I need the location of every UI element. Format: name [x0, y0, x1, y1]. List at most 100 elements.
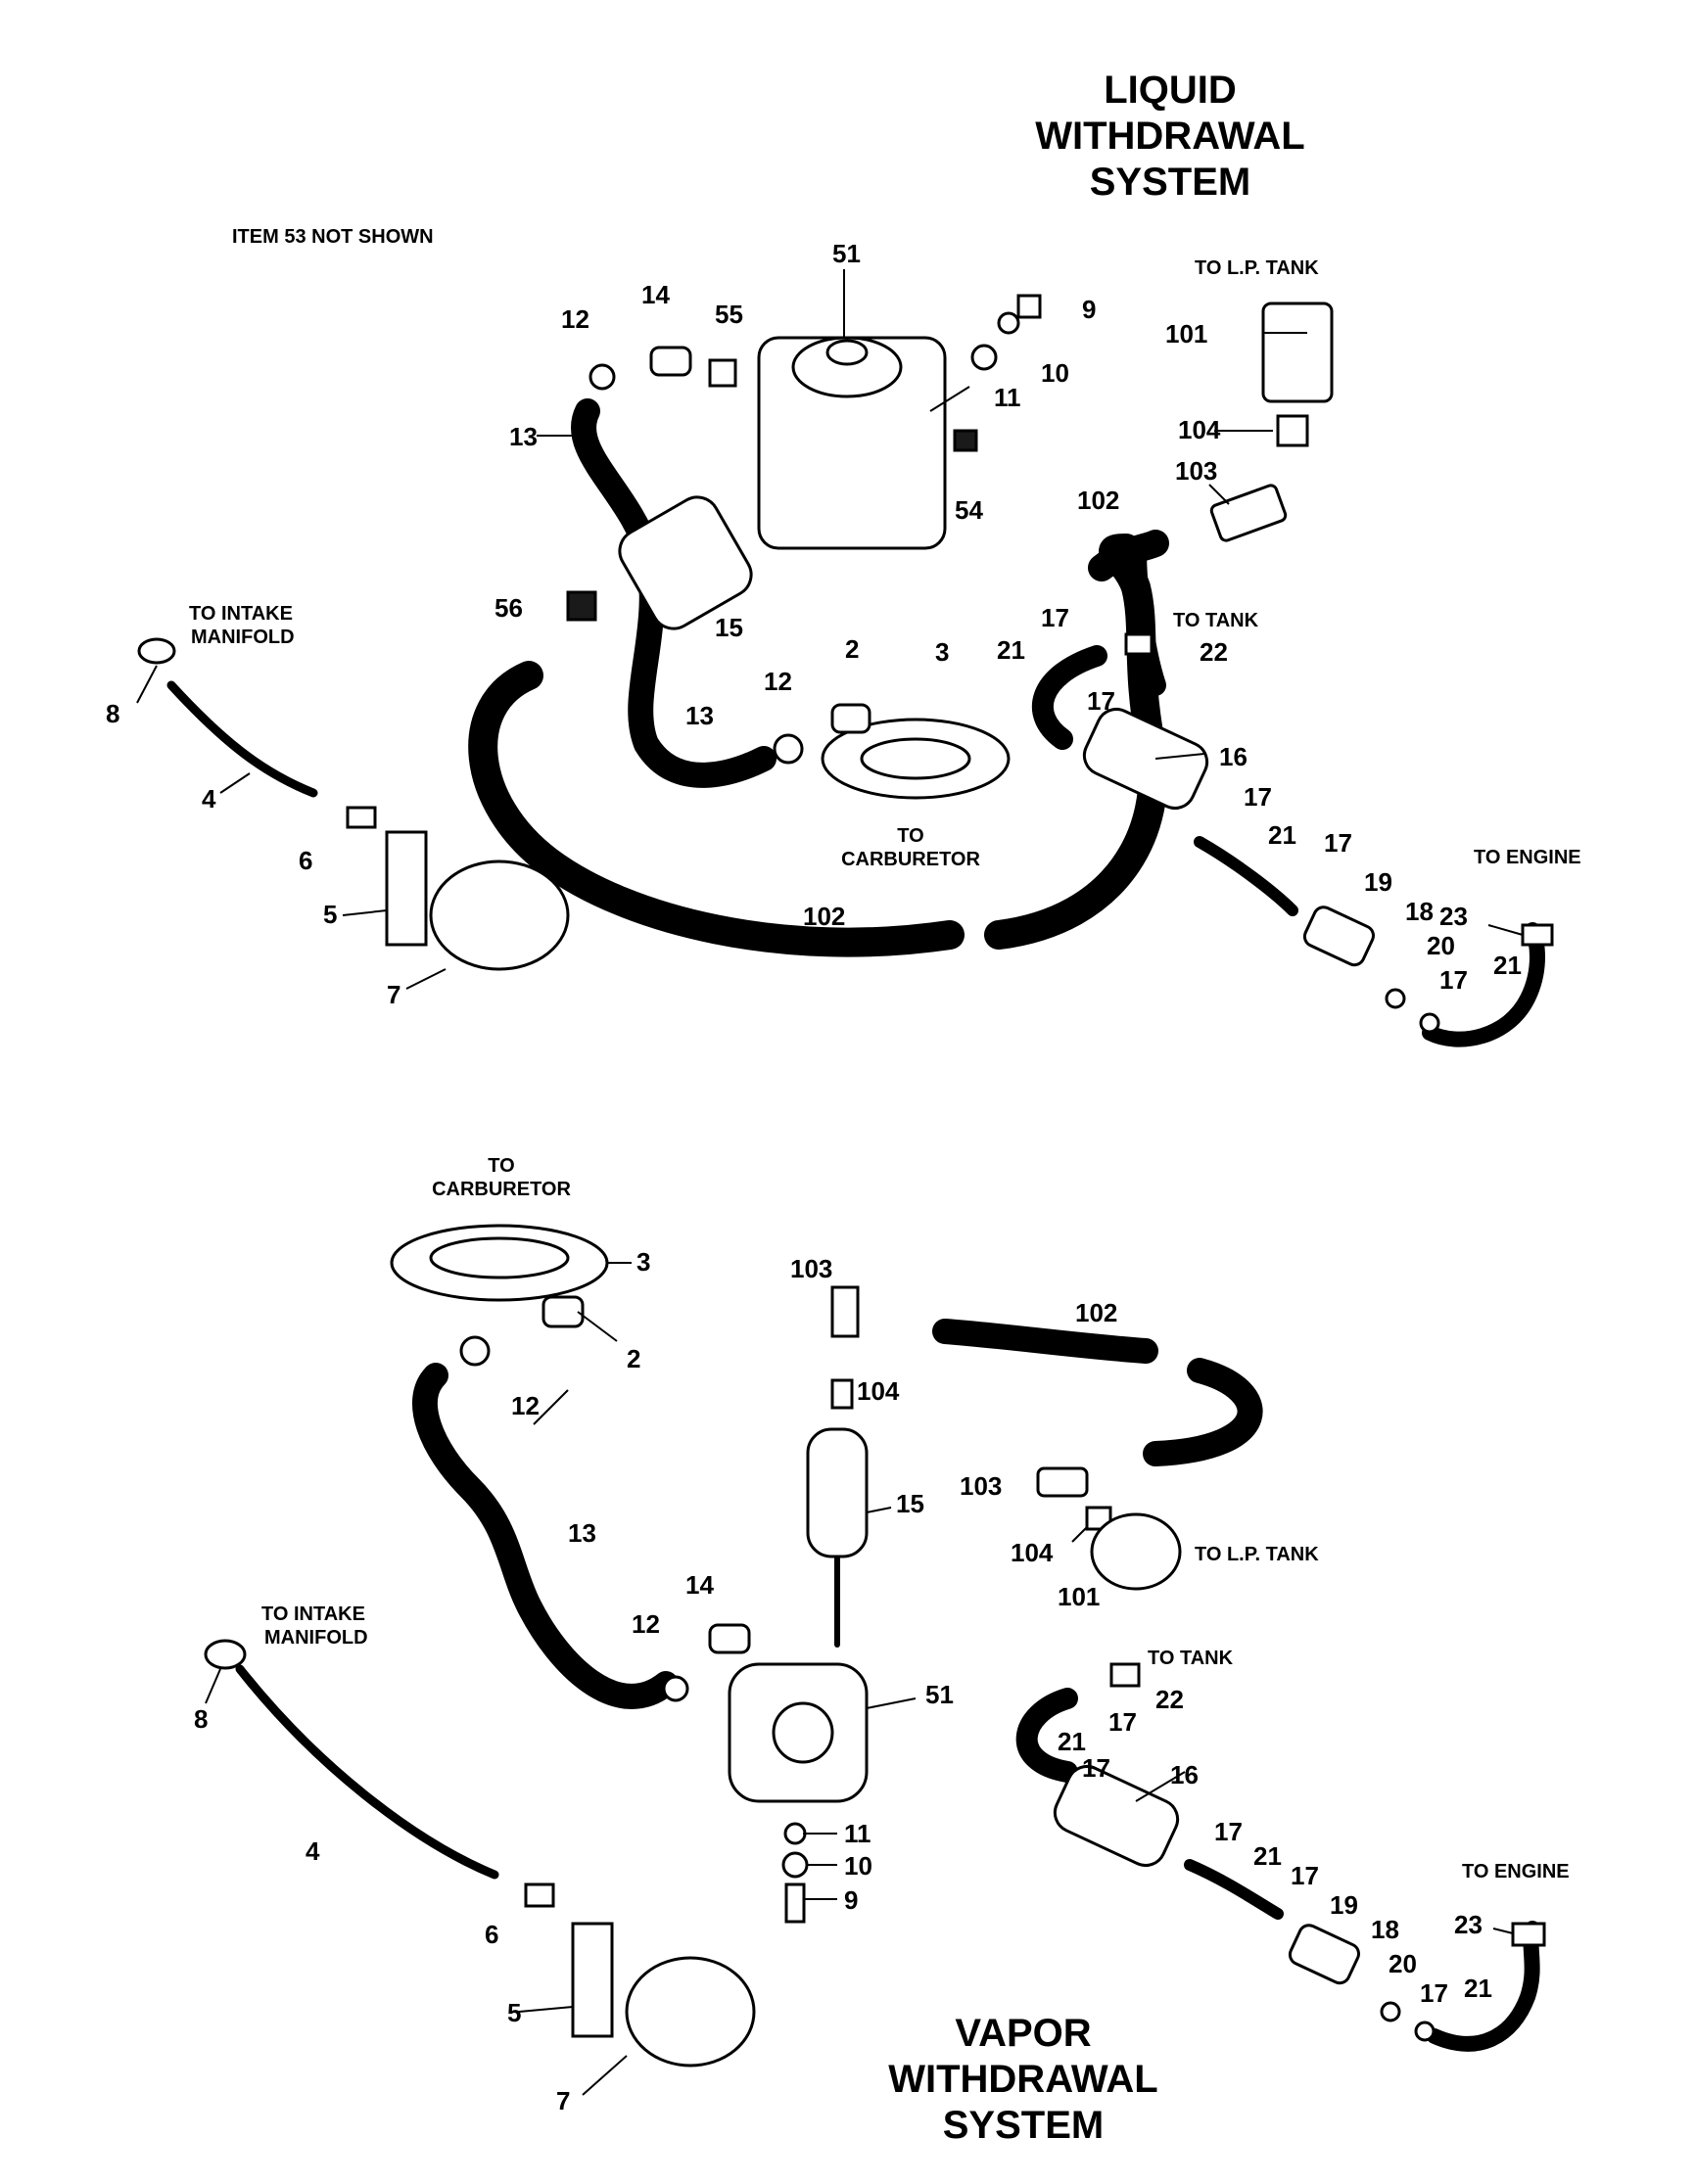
- vapor-elbow-8: [204, 1639, 247, 1670]
- vapor-solenoid-19: [1288, 1924, 1360, 1985]
- liquid-title-line-2: WITHDRAWAL: [1035, 115, 1305, 158]
- vapor-leader-104b: [1071, 1526, 1088, 1543]
- vapor-vaporizer-7: [625, 1956, 756, 2068]
- liquid-fitting-104: [1276, 414, 1309, 447]
- vapor-washer-10: [781, 1851, 809, 1879]
- liquid-callout-17d: 17: [1324, 828, 1352, 858]
- liquid-note-to-carb-2: CARBURETOR: [841, 849, 980, 870]
- vapor-filter-15: [806, 1427, 869, 1558]
- vapor-adapter-bore: [429, 1236, 570, 1279]
- liquid-hose-21-c: [1422, 922, 1545, 1047]
- vapor-leader-16: [1135, 1771, 1186, 1802]
- liquid-hose-102-link: [1125, 537, 1166, 696]
- liquid-washer-11: [970, 344, 998, 371]
- vapor-callout-17a: 17: [1108, 1707, 1137, 1737]
- vapor-leader-2: [577, 1311, 618, 1342]
- liquid-note-to-intake-2: MANIFOLD: [191, 627, 295, 648]
- liquid-callout-11: 11: [994, 383, 1021, 412]
- liquid-fitting-103: [1209, 484, 1288, 542]
- liquid-lp-tank-fitting-101: [1261, 302, 1334, 403]
- liquid-title-line-1: LIQUID: [1104, 69, 1237, 112]
- vapor-note-to-engine: TO ENGINE: [1462, 1861, 1570, 1882]
- vapor-withdrawal-system: VAPOR WITHDRAWAL SYSTEM: [194, 1155, 1570, 2147]
- liquid-hose-21-a: [1031, 645, 1107, 750]
- vapor-note-to-tank: TO TANK: [1148, 1648, 1234, 1669]
- liquid-hose-102-main: [468, 661, 965, 957]
- liquid-leader-16: [1154, 753, 1205, 760]
- liquid-elbow-8: [137, 637, 176, 665]
- liquid-callout-16: 16: [1219, 742, 1248, 771]
- vapor-callout-13: 13: [568, 1518, 596, 1548]
- vapor-note-to-intake-1: TO INTAKE: [261, 1603, 365, 1625]
- liquid-vaporizer-7: [429, 860, 570, 971]
- vapor-callout-19: 19: [1330, 1890, 1358, 1920]
- vapor-bracket-5: [571, 1922, 614, 2038]
- vapor-hose-21-b: [1184, 1859, 1284, 1920]
- liquid-leader-7: [405, 968, 447, 990]
- vapor-callout-17b: 17: [1082, 1753, 1110, 1783]
- liquid-elbow-2: [830, 703, 871, 734]
- liquid-note-to-tank: TO TANK: [1173, 610, 1259, 631]
- liquid-callout-17a: 17: [1041, 603, 1069, 632]
- vapor-callout-14: 14: [685, 1570, 714, 1600]
- vapor-fitting-104a: [830, 1378, 854, 1410]
- liquid-hose-13: [571, 398, 777, 788]
- vapor-clamp-12b: [662, 1675, 689, 1702]
- liquid-fitting-20: [1385, 988, 1406, 1009]
- liquid-bolt-9: [1016, 294, 1042, 319]
- vapor-leader-15: [866, 1507, 892, 1513]
- vapor-callout-12b: 12: [632, 1609, 660, 1639]
- vapor-regulator-face: [772, 1701, 834, 1764]
- liquid-callout-104: 104: [1178, 415, 1221, 444]
- liquid-callout-21b: 21: [1268, 820, 1296, 850]
- liquid-note-to-engine: TO ENGINE: [1474, 847, 1581, 868]
- vapor-callout-104b: 104: [1011, 1538, 1054, 1567]
- liquid-callout-23: 23: [1439, 902, 1468, 931]
- liquid-callout-21a: 21: [997, 635, 1025, 665]
- liquid-callout-54: 54: [955, 495, 983, 525]
- vapor-callout-9: 9: [844, 1885, 858, 1915]
- liquid-clamp-12a: [589, 363, 616, 391]
- liquid-callout-13b: 13: [685, 701, 714, 730]
- liquid-fitting-55: [708, 358, 737, 388]
- vapor-title-line-2: WITHDRAWAL: [888, 2058, 1158, 2101]
- liquid-regulator-cap: [791, 336, 903, 398]
- vapor-note-to-intake-2: MANIFOLD: [264, 1627, 368, 1649]
- liquid-callout-12a: 12: [561, 304, 589, 334]
- vapor-callout-102: 102: [1075, 1298, 1117, 1327]
- liquid-callout-21c: 21: [1493, 951, 1522, 980]
- liquid-elbow-14: [649, 346, 692, 377]
- liquid-callout-5: 5: [323, 900, 337, 929]
- liquid-callout-17b: 17: [1087, 686, 1115, 716]
- liquid-adapter-bore: [860, 737, 971, 780]
- vapor-note-to-carb-2: CARBURETOR: [432, 1179, 571, 1200]
- vapor-callout-17c: 17: [1214, 1817, 1243, 1846]
- vapor-note-to-lp-tank: TO L.P. TANK: [1195, 1544, 1319, 1565]
- liquid-fitting-22: [1124, 632, 1154, 656]
- liquid-solenoid-19: [1302, 906, 1375, 967]
- vapor-callout-23: 23: [1454, 1910, 1483, 1939]
- liquid-callout-17c: 17: [1244, 782, 1272, 812]
- vapor-callout-22: 22: [1155, 1685, 1184, 1714]
- liquid-callout-10: 10: [1041, 358, 1069, 388]
- liquid-callout-102a: 102: [1077, 486, 1119, 515]
- vapor-callout-21c: 21: [1464, 1974, 1492, 2003]
- vapor-callout-103b: 103: [960, 1471, 1002, 1501]
- vapor-callout-7: 7: [556, 2086, 570, 2115]
- liquid-callout-51: 51: [832, 239, 861, 268]
- vapor-callout-20: 20: [1389, 1949, 1417, 1978]
- liquid-leader-5: [342, 909, 388, 916]
- vapor-callout-101: 101: [1058, 1582, 1100, 1611]
- liquid-callout-101: 101: [1165, 319, 1207, 349]
- vapor-callout-16: 16: [1170, 1760, 1199, 1789]
- vapor-leader-13: [533, 1389, 569, 1425]
- vapor-title-line-1: VAPOR: [955, 2012, 1091, 2055]
- liquid-hose-102-top: [1088, 530, 1169, 581]
- liquid-clamp-12b: [773, 733, 804, 765]
- liquid-leader-11: [929, 386, 970, 412]
- liquid-item-note: ITEM 53 NOT SHOWN: [232, 226, 434, 248]
- liquid-callout-12b: 12: [764, 667, 792, 696]
- vapor-leader-23: [1492, 1928, 1514, 1934]
- liquid-tee-23: [1521, 923, 1554, 947]
- liquid-regulator-stem: [825, 339, 869, 366]
